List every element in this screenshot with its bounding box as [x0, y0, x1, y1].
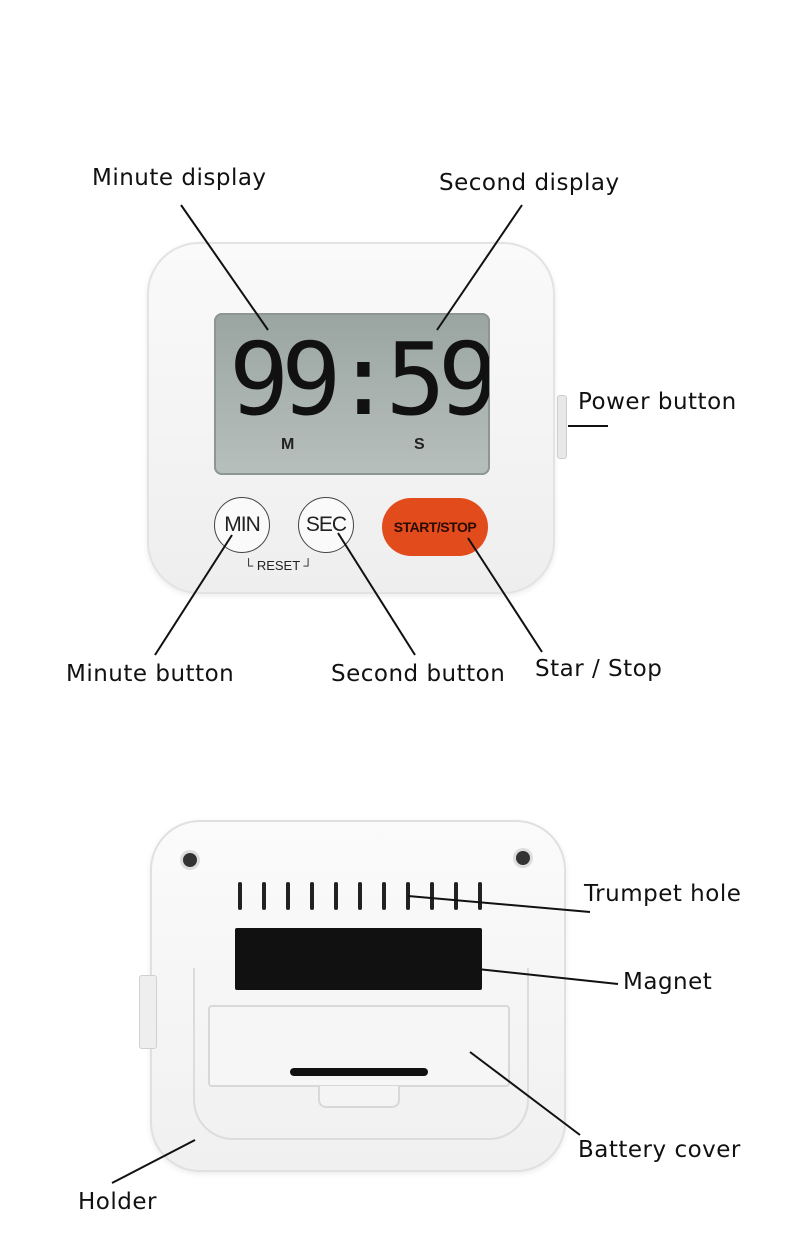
callout-second-display: Second display	[439, 170, 620, 196]
vent-slot	[310, 882, 314, 910]
callout-line-second-button	[337, 532, 416, 656]
vent-slot	[358, 882, 362, 910]
vent-slot	[382, 882, 386, 910]
callout-holder: Holder	[78, 1189, 157, 1215]
callout-power-button: Power button	[578, 389, 737, 415]
callout-magnet: Magnet	[623, 969, 713, 995]
vent-slot	[478, 882, 482, 910]
callout-line-minute-display	[180, 204, 269, 331]
battery-cover-slot	[290, 1068, 428, 1076]
callout-line-trumpet-hole	[407, 895, 591, 913]
holder-hinge-left	[139, 975, 157, 1049]
battery-cover-tab[interactable]	[318, 1086, 400, 1108]
callout-line-second-display	[436, 204, 523, 331]
power-button[interactable]	[557, 395, 567, 459]
callout-start-stop: Star / Stop	[535, 656, 663, 682]
callout-second-button: Second button	[331, 661, 506, 687]
reset-label: └ RESET ┘	[244, 558, 313, 573]
minute-unit-label: M	[281, 436, 295, 453]
vent-slot	[286, 882, 290, 910]
callout-battery-cover: Battery cover	[578, 1137, 741, 1163]
callout-line-magnet	[439, 964, 619, 985]
magnet	[235, 928, 482, 990]
vent-slot	[334, 882, 338, 910]
vent-slot	[430, 882, 434, 910]
screw-icon	[516, 851, 530, 865]
callout-line-minute-button	[154, 534, 233, 656]
callout-line-holder	[111, 1139, 196, 1184]
holder[interactable]	[193, 968, 529, 1140]
callout-line-start-stop	[467, 537, 543, 653]
start-stop-button[interactable]: START/STOP	[382, 498, 488, 556]
callout-minute-display: Minute display	[92, 165, 267, 191]
lcd-screen	[214, 313, 490, 475]
vent-slot	[238, 882, 242, 910]
callout-trumpet-hole: Trumpet hole	[584, 881, 742, 907]
time-display: 99:59	[229, 330, 489, 430]
callout-line-battery-cover	[469, 1051, 581, 1136]
screw-icon	[183, 853, 197, 867]
reset-text: RESET	[256, 558, 300, 573]
vent-slot	[262, 882, 266, 910]
min-button[interactable]: MIN	[214, 497, 270, 553]
vent-slot	[454, 882, 458, 910]
callout-minute-button: Minute button	[66, 661, 235, 687]
second-unit-label: S	[414, 436, 425, 453]
